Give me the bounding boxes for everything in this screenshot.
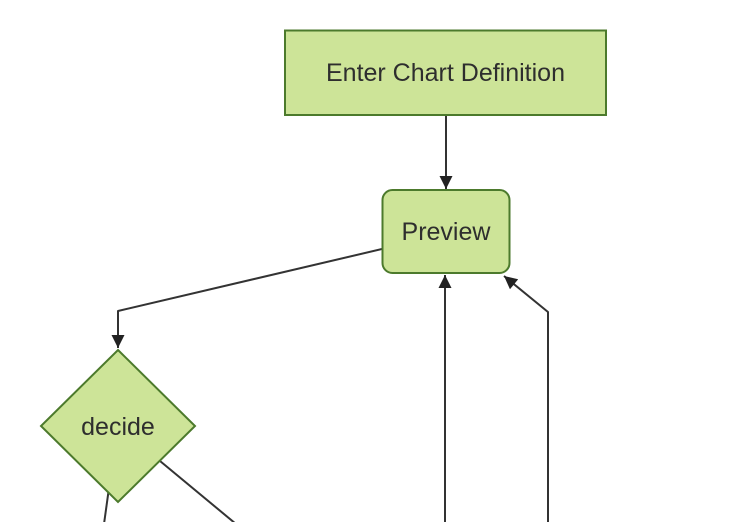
- decide-diamond: [39, 348, 197, 504]
- decide-label: decide: [81, 413, 155, 441]
- preview-label: Preview: [402, 218, 492, 246]
- edge-offscreen-to-preview-corner: [503, 275, 549, 522]
- node-enter-chart-definition: Enter Chart Definition: [284, 29, 607, 116]
- node-decide: decide: [39, 348, 197, 504]
- edge-preview-to-decide: [111, 248, 383, 348]
- edge-decide-to-offscreen-right: [159, 460, 236, 522]
- edge-decide-to-offscreen-left: [103, 491, 110, 522]
- enter-chart-definition-box: [284, 29, 607, 116]
- node-preview: Preview: [381, 189, 511, 274]
- enter-chart-definition-label: Enter Chart Definition: [326, 59, 565, 87]
- preview-box: [381, 189, 511, 274]
